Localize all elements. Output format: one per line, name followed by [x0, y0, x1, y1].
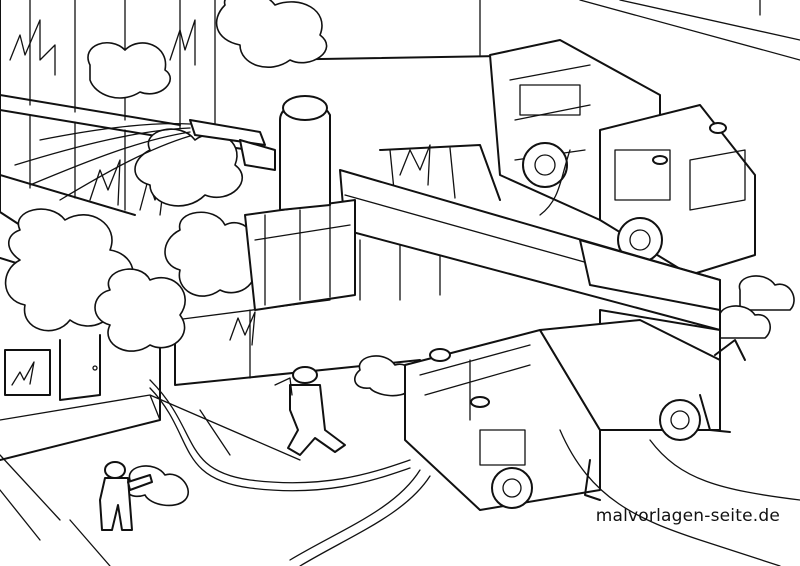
firefighter-with-hose [100, 462, 152, 530]
aerial-platform [190, 96, 355, 310]
truck-wheel [660, 400, 700, 440]
ground-window [5, 350, 50, 395]
siren-light [653, 156, 667, 164]
siren-light [471, 397, 489, 407]
flame [10, 20, 55, 75]
smoke [6, 0, 794, 505]
truck-wheel [523, 143, 567, 187]
fire-hoses [150, 150, 800, 566]
helmet [283, 96, 327, 120]
siren-light [710, 123, 726, 133]
pump-truck [405, 320, 745, 510]
hose-nozzle [190, 120, 265, 145]
ladder-truck [340, 40, 755, 365]
truck-wheel [492, 468, 532, 508]
firefighter-running [275, 367, 345, 455]
water-jet [15, 124, 190, 200]
siren-light [430, 349, 450, 361]
watermark: malvorlagen-seite.de [595, 506, 780, 526]
